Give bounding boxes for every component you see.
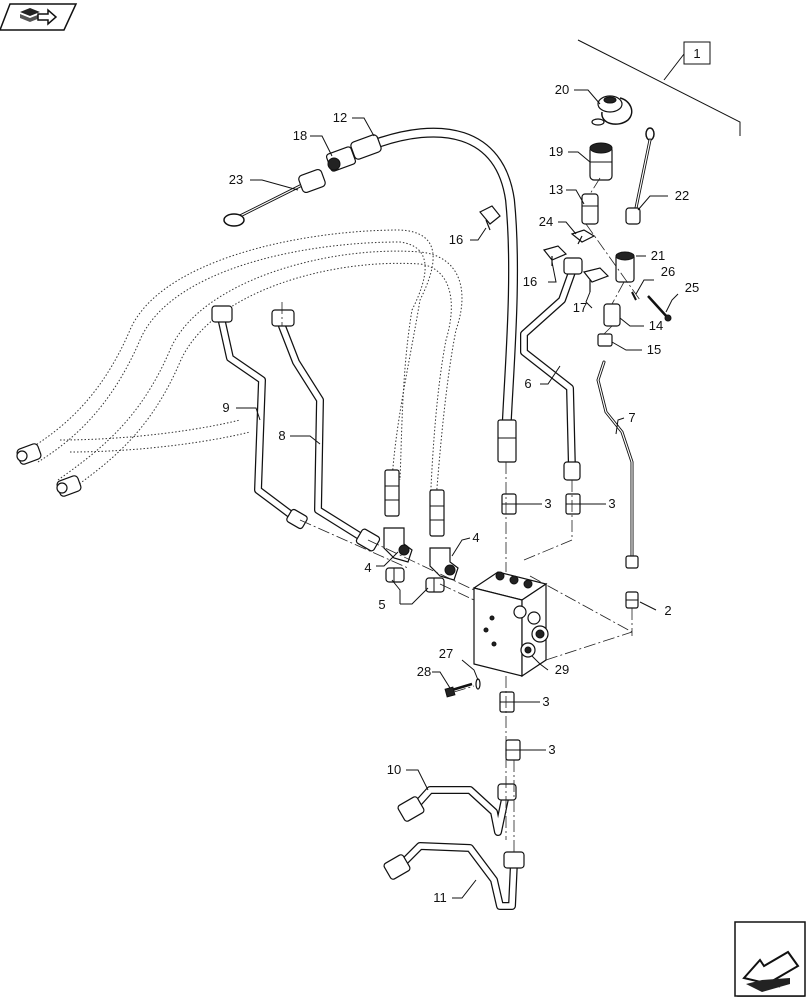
callout-17: 17 [573,300,587,315]
callout-23: 23 [229,172,243,187]
book-navigation-icon[interactable] [0,3,78,31]
callout-18: 18 [293,128,307,143]
callout-7: 7 [628,410,635,425]
alignment-center-lines [281,177,641,852]
next-page-arrow-icon[interactable] [734,921,806,997]
coupler-19 [589,142,613,181]
callout-26: 26 [661,264,675,279]
adapter-3-a [501,493,517,515]
hose-12 [350,127,519,463]
dust-cap-22 [625,127,655,225]
dotted-hose-fitting-left [16,443,82,497]
pin-26 [631,291,637,301]
callout-21: 21 [651,248,665,263]
callout-13: 13 [549,182,563,197]
callout-10: 10 [387,762,401,777]
callout-25: 25 [685,280,699,295]
callout-1: 1 [693,46,700,61]
callout-20: 20 [555,82,569,97]
callout-12: 12 [333,110,347,125]
callout-28: 28 [417,664,431,679]
callout-5: 5 [378,597,385,612]
nut-15 [597,333,613,347]
coupling-18 [325,146,357,172]
clip-24 [570,229,596,245]
elbow-4-left [383,527,413,563]
callout-15: 15 [647,342,661,357]
elbow-4-right [429,547,459,581]
callout-3-a: 3 [544,496,551,511]
tube-7 [596,360,639,569]
callout-4-right: 4 [472,530,479,545]
adapter-14 [603,303,621,327]
adapter-3-c [499,691,515,713]
callout-9: 9 [222,400,229,415]
leader-lines [236,89,679,899]
pin-25 [647,295,672,322]
callout-labels: 1 2 3 3 3 3 4 4 5 6 7 8 9 10 11 12 13 14… [222,46,700,905]
callout-27: 27 [439,646,453,661]
callout-3-c: 3 [542,694,549,709]
tube-10 [397,783,517,836]
clip-16-lower [542,245,568,266]
fitting-2 [625,591,639,609]
adapter-3-b [565,493,581,515]
bolt-28 [444,682,473,698]
callout-24: 24 [539,214,553,229]
clip-16-upper [479,205,501,231]
adapter-3-d [505,739,521,761]
dotted-reference-hoses [27,229,463,511]
dust-cap-23 [223,168,326,227]
coupler-21 [615,251,635,283]
kit-bracket [577,39,741,136]
adapter-13 [581,193,599,225]
washer-27 [475,678,481,690]
callout-3-d: 3 [548,742,555,757]
callout-6: 6 [524,376,531,391]
tube-11 [383,842,525,910]
dotted-hose-end-fittings [384,469,445,537]
callout-4-left: 4 [364,560,371,575]
tube-9 [211,305,308,530]
tube-6 [520,257,583,481]
adapters-5 [385,567,445,593]
callout-16-upper: 16 [449,232,463,247]
callout-2: 2 [664,603,671,618]
callout-16-lower: 16 [523,274,537,289]
callout-22: 22 [675,188,689,203]
tube-8 [271,309,381,552]
clip-17 [582,267,610,292]
callout-3-b: 3 [608,496,615,511]
callout-11: 11 [433,890,447,905]
callout-29: 29 [555,662,569,677]
callout-14: 14 [649,318,663,333]
valve-block-29 [472,571,549,678]
cap-20 [591,95,633,126]
callout-19: 19 [549,144,563,159]
callout-8: 8 [278,428,285,443]
